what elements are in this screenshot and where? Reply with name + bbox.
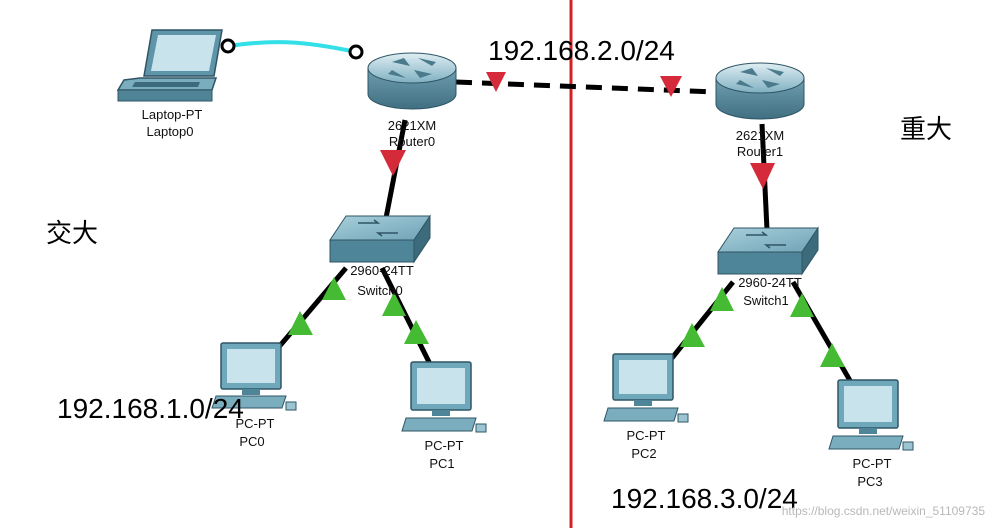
laptop0[interactable]: Laptop-PT Laptop0 [116, 29, 223, 139]
switch1-name: Switch1 [743, 293, 789, 308]
router0-model: 2621XM [388, 118, 436, 133]
link-status-up-switch1-pc2-b [680, 323, 705, 347]
watermark: https://blog.csdn.net/weixin_51109735 [782, 504, 986, 518]
pc-icon [828, 379, 914, 451]
link-switch1-pc2[interactable] [670, 280, 735, 360]
pc0-model: PC-PT [236, 416, 275, 431]
link-status-up-switch0-pc0-b [288, 311, 313, 335]
cable-endpoint-router [348, 44, 364, 60]
router1-name: Router1 [737, 144, 783, 159]
pc-icon [211, 342, 297, 411]
switch0-model: 2960-24TT [350, 263, 414, 278]
pc1[interactable]: PC-PT PC1 [401, 361, 487, 471]
right-zone-label: 重大 [900, 115, 952, 145]
link-router0-switch0[interactable] [380, 119, 408, 219]
switch1-model: 2960-24TT [738, 275, 802, 290]
pc2-name: PC2 [631, 446, 656, 461]
switch-icon [329, 214, 431, 264]
link-status-up-switch0-pc0-a [322, 277, 346, 300]
left-zone-label: 交大 [46, 219, 98, 249]
pc3-name: PC3 [857, 474, 882, 489]
pc1-model: PC-PT [425, 438, 464, 453]
link-status-down-router0-side [380, 150, 406, 176]
wan-link-router0-router1[interactable] [455, 72, 716, 97]
switch0[interactable]: 2960-24TT Switch0 [329, 214, 431, 298]
laptop-icon [116, 29, 223, 102]
cable-endpoint-laptop [220, 38, 236, 54]
router-icon [367, 52, 457, 110]
link-status-up-switch1-pc2-a [710, 287, 734, 311]
link-status-up-switch0-pc1-a [382, 292, 406, 316]
pc1-name: PC1 [429, 456, 454, 471]
pc-icon [603, 353, 689, 423]
switch1[interactable]: 2960-24TT Switch1 [717, 226, 819, 308]
link-status-up-switch1-pc3-b [820, 343, 845, 367]
router0-name: Router0 [389, 134, 435, 149]
pc2[interactable]: PC-PT PC2 [603, 353, 689, 461]
pc0[interactable]: PC-PT PC0 [211, 342, 297, 449]
router0[interactable]: 2621XM Router0 [367, 52, 457, 149]
pc-icon [401, 361, 487, 433]
right-lan-network-label: 192.168.3.0/24 [611, 483, 798, 514]
router1-model: 2621XM [736, 128, 784, 143]
link-status-down-router0 [486, 72, 506, 92]
link-router1-switch1[interactable] [750, 123, 775, 231]
router-icon [715, 62, 805, 120]
switch-icon [717, 226, 819, 276]
pc3-model: PC-PT [853, 456, 892, 471]
link-status-up-switch1-pc3-a [790, 293, 814, 317]
link-switch1-pc3[interactable] [790, 280, 855, 386]
left-lan-network-label: 192.168.1.0/24 [57, 393, 244, 424]
pc3[interactable]: PC-PT PC3 [828, 379, 914, 489]
link-status-down-router1-side [750, 163, 775, 189]
pc2-model: PC-PT [627, 428, 666, 443]
link-switch0-pc1[interactable] [379, 266, 433, 366]
link-status-down-router1 [660, 76, 682, 97]
switch0-name: Switch0 [357, 283, 403, 298]
pc0-name: PC0 [239, 434, 264, 449]
console-cable[interactable] [220, 38, 364, 60]
router1[interactable]: 2621XM Router1 [715, 62, 805, 159]
laptop0-name: Laptop0 [147, 124, 194, 139]
link-status-up-switch0-pc1-b [404, 320, 429, 344]
laptop0-model: Laptop-PT [142, 107, 203, 122]
link-switch0-pc0[interactable] [276, 266, 348, 350]
wan-network-label: 192.168.2.0/24 [488, 35, 675, 66]
